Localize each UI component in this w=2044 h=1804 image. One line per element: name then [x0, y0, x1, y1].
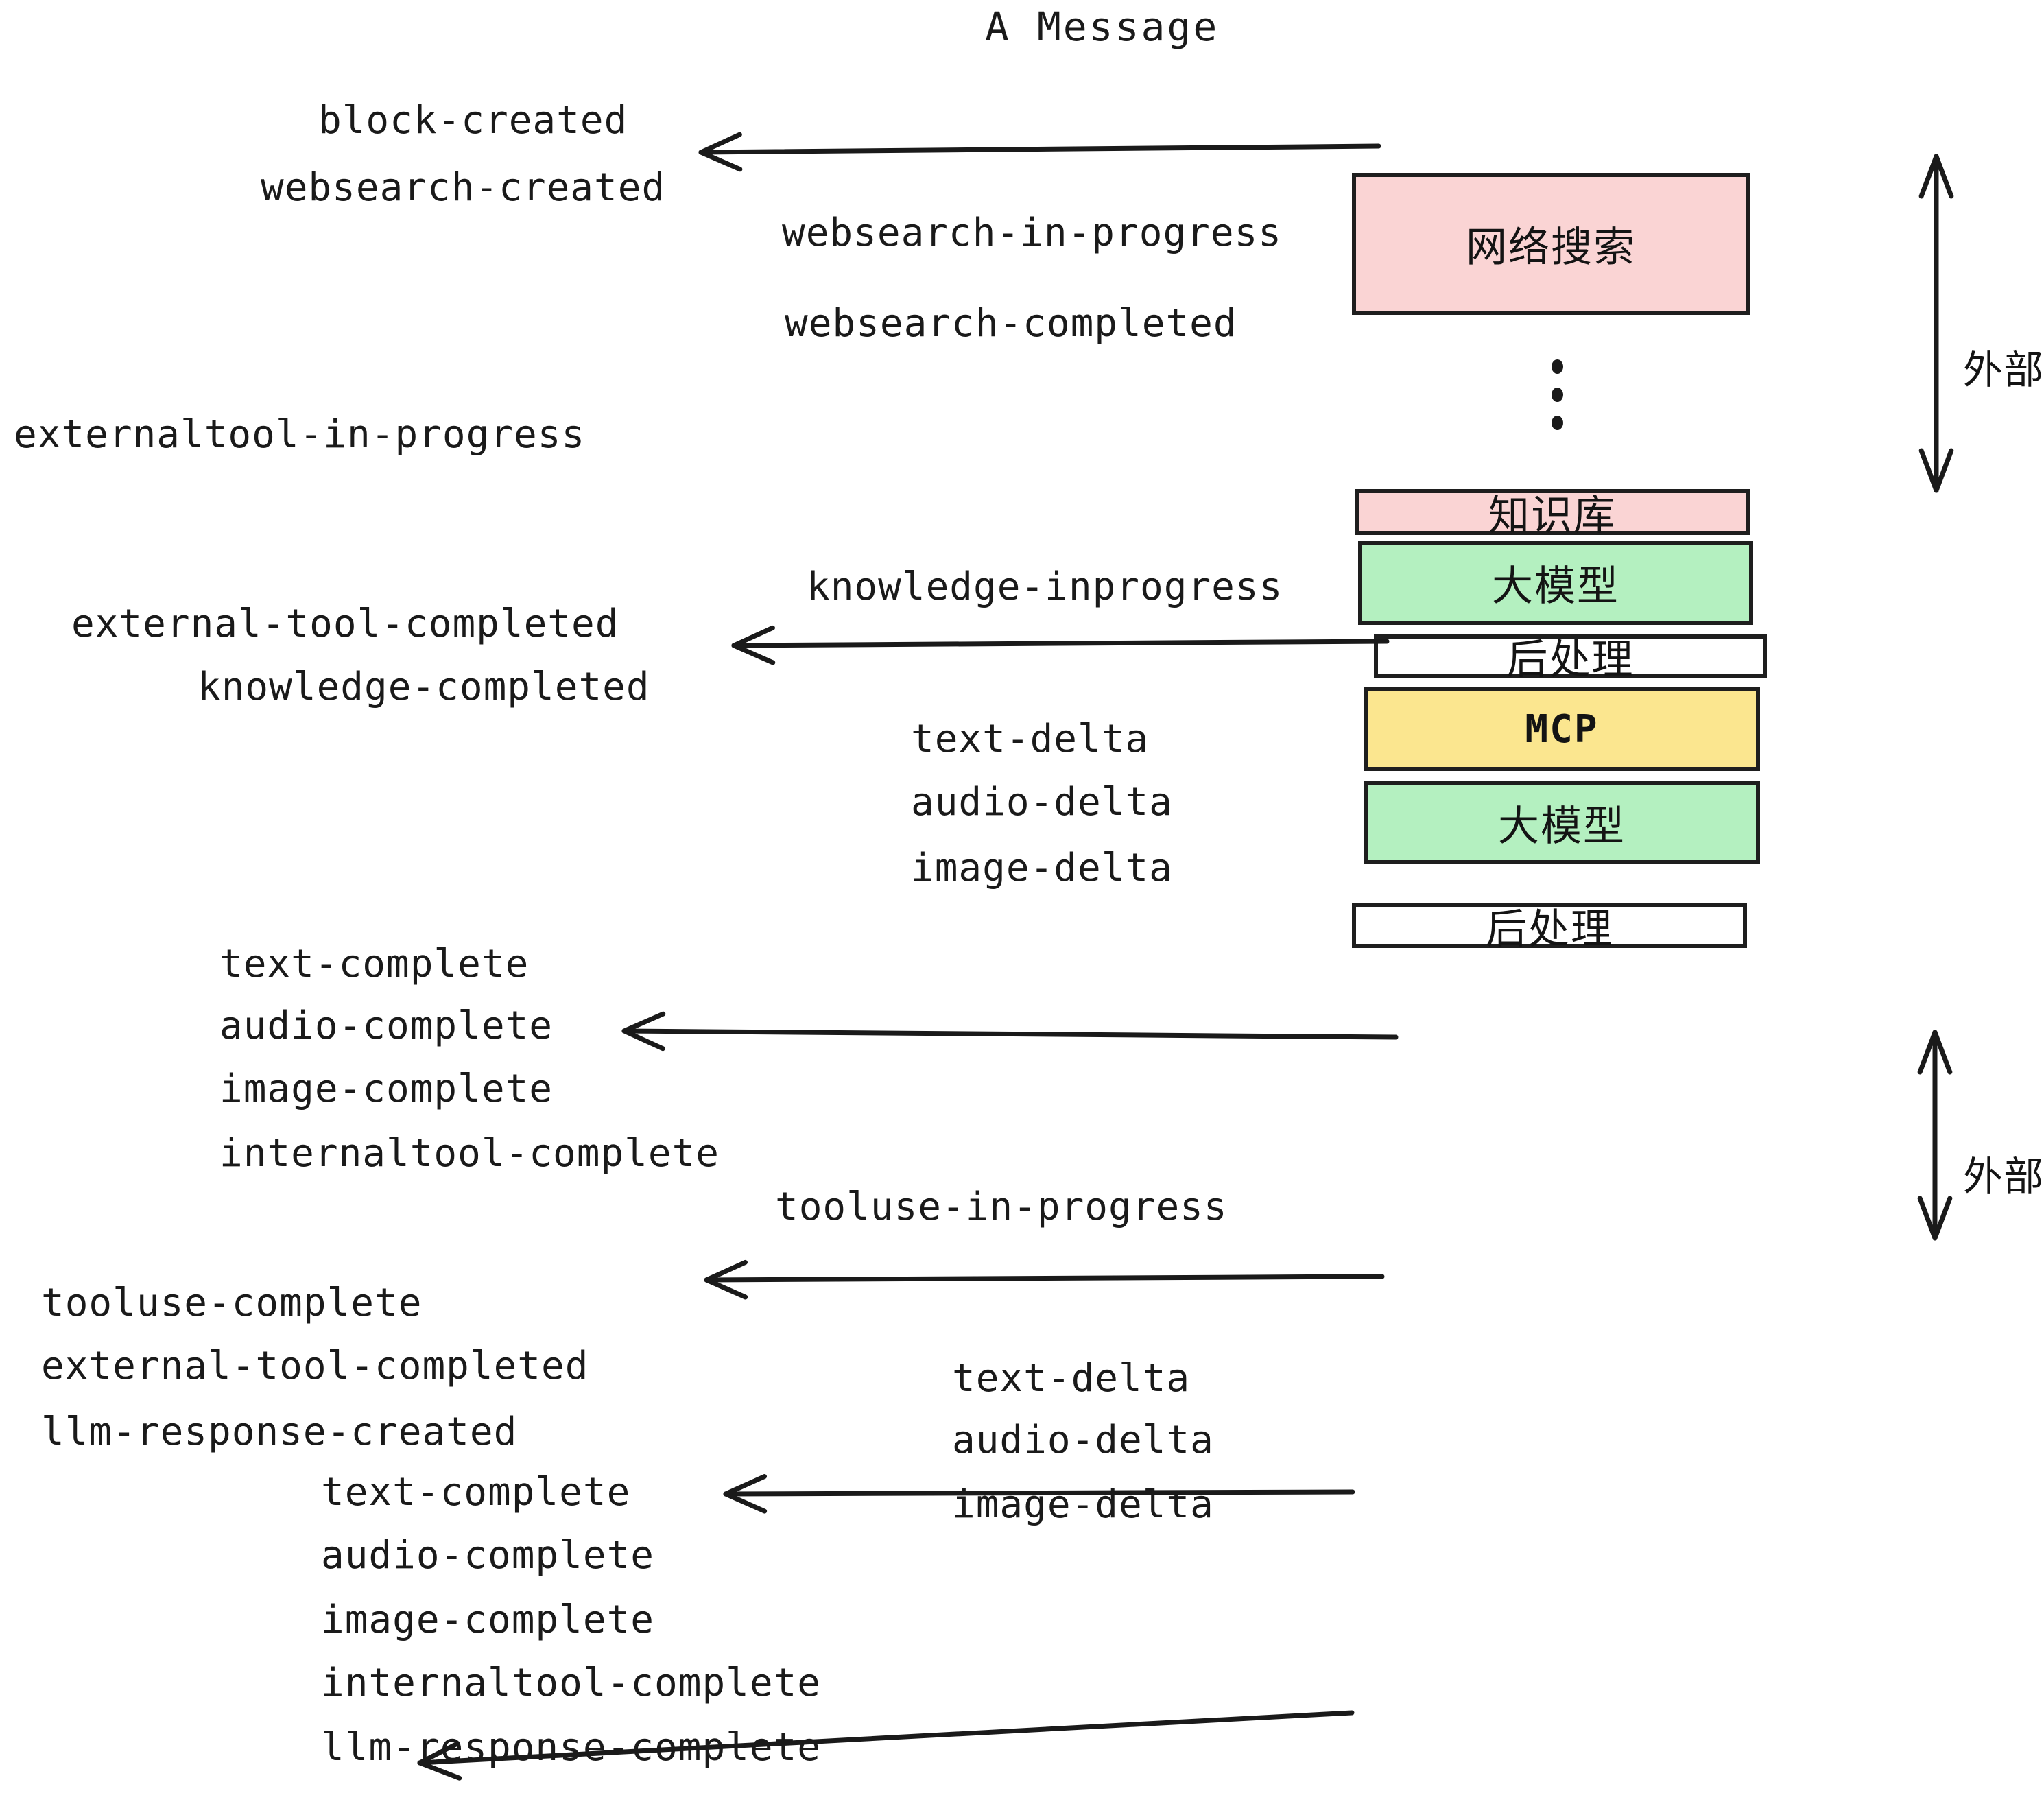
event-label-internaltool-complete-1: internaltool-complete [219, 1131, 720, 1176]
event-label-websearch-completed: websearch-completed [785, 301, 1237, 346]
event-label-image-delta-2: image-delta [952, 1482, 1214, 1527]
event-label-text-delta-2: text-delta [952, 1356, 1191, 1401]
event-label-audio-delta-1: audio-delta [911, 780, 1173, 824]
node-box-llm1: 大模型 [1358, 541, 1753, 625]
side-label-external-tool-bottom: 外部工具 [1956, 1152, 2044, 1200]
event-label-image-complete-2: image-complete [321, 1598, 655, 1642]
page-title: A Message [985, 3, 1220, 50]
event-label-internaltool-complete-2: internaltool-complete [321, 1661, 822, 1705]
arrow-block-created [698, 132, 1381, 172]
event-label-knowledge-completed: knowledge-completed [198, 665, 650, 709]
node-label-mcp: MCP [1525, 707, 1599, 752]
event-label-text-delta-1: text-delta [911, 717, 1150, 761]
event-label-external-tool-completed-2: external-tool-completed [41, 1344, 589, 1388]
event-label-tooluse-in-progress: tooluse-in-progress [775, 1185, 1228, 1229]
event-label-image-delta-1: image-delta [911, 846, 1173, 890]
vertical-ellipsis-icon [1552, 359, 1563, 430]
node-box-llm2: 大模型 [1364, 781, 1760, 864]
node-label-llm2: 大模型 [1498, 802, 1626, 851]
event-label-knowledge-inprogress: knowledge-inprogress [807, 565, 1283, 609]
event-label-text-complete-1: text-complete [219, 942, 530, 986]
double-arrow-bottom [1917, 1030, 1953, 1241]
arrow-tooluse-complete [704, 1259, 1385, 1300]
event-label-audio-delta-2: audio-delta [952, 1418, 1214, 1462]
event-label-websearch-in-progress: websearch-in-progress [782, 211, 1283, 255]
event-label-externaltool-in-progress: externaltool-in-progress [14, 412, 586, 457]
node-box-knowledge: 知识库 [1355, 489, 1750, 540]
event-label-block-created: block-created [318, 98, 628, 143]
node-label-postprocess2: 后处理 [1486, 905, 1613, 953]
event-label-image-complete-1: image-complete [219, 1067, 554, 1111]
node-label-websearch: 网络搜索 [1466, 224, 1636, 272]
node-box-mcp: MCP [1364, 687, 1760, 771]
event-label-llm-response-complete: llm-response-complete [321, 1725, 822, 1770]
node-label-llm1: 大模型 [1492, 562, 1619, 610]
event-label-external-tool-completed-1: external-tool-completed [71, 602, 619, 646]
node-box-postprocess2: 后处理 [1352, 903, 1747, 953]
side-label-external-tool-top: 外部工具 [1956, 346, 2044, 394]
node-label-knowledge: 知识库 [1488, 492, 1616, 540]
event-label-llm-response-created: llm-response-created [41, 1410, 518, 1454]
event-label-tooluse-complete: tooluse-complete [41, 1281, 423, 1325]
node-box-websearch: 网络搜索 [1352, 173, 1750, 315]
arrow-image-complete [621, 1011, 1399, 1052]
double-arrow-top [1918, 154, 1954, 493]
event-label-audio-complete-1: audio-complete [219, 1004, 554, 1048]
arrow-knowledge-done [731, 625, 1390, 665]
event-label-audio-complete-2: audio-complete [321, 1533, 655, 1578]
node-box-postprocess1: 后处理 [1374, 634, 1767, 684]
event-label-text-complete-2: text-complete [321, 1470, 631, 1515]
event-label-websearch-created: websearch-created [261, 165, 666, 210]
node-label-postprocess1: 后处理 [1506, 636, 1635, 684]
